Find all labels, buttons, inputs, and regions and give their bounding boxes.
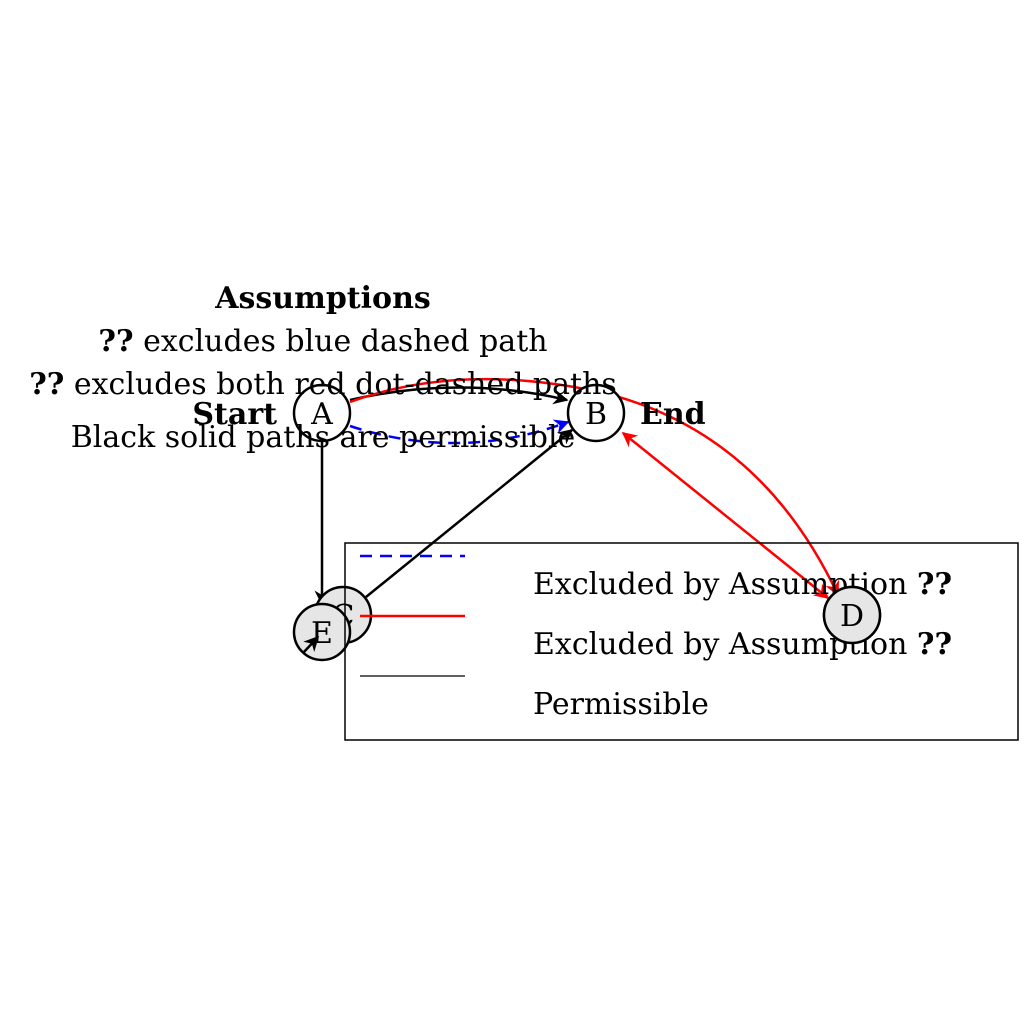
node-e: E	[292, 602, 352, 662]
node-a: A	[292, 383, 352, 443]
legend-box	[344, 542, 1019, 741]
assumption-line-2: ?? excludes both red dot-dashed paths	[29, 367, 617, 402]
legend-red-ref: ??	[917, 627, 952, 662]
assumption-line-3: Black solid paths are permissible	[71, 420, 576, 455]
edge-d-b-red	[621, 432, 830, 599]
start-label: Start	[192, 397, 277, 432]
node-b-label: B	[585, 397, 607, 432]
edge-a-b-blue-dashed	[349, 419, 570, 445]
edge-c-b-black	[365, 429, 574, 598]
legend-blue-label: Excluded by Assumption ??	[533, 567, 952, 602]
legend-red-label: Excluded by Assumption ??	[533, 627, 952, 662]
end-label: End	[640, 397, 706, 432]
node-d-overlay: D	[822, 585, 882, 645]
assumption-line-1-ref: ??	[98, 324, 133, 359]
assumptions-title: Assumptions	[214, 281, 431, 316]
edge-e-self-black	[302, 635, 320, 654]
assumption-line-1-text: excludes blue dashed path	[134, 324, 548, 359]
legend: Excluded by Assumption ?? Excluded by As…	[344, 542, 1019, 741]
node-e-label: E	[311, 616, 333, 651]
assumption-line-2-text: excludes both red dot-dashed paths	[64, 367, 616, 402]
node-d-overlay-label: D	[840, 599, 864, 634]
legend-black-label: Permissible	[533, 687, 709, 722]
assumption-line-2-ref: ??	[29, 367, 64, 402]
node-b: B	[566, 383, 626, 443]
legend-blue-ref: ??	[917, 567, 952, 602]
node-a-label: A	[310, 397, 333, 432]
assumption-line-1: ?? excludes blue dashed path	[98, 324, 547, 359]
